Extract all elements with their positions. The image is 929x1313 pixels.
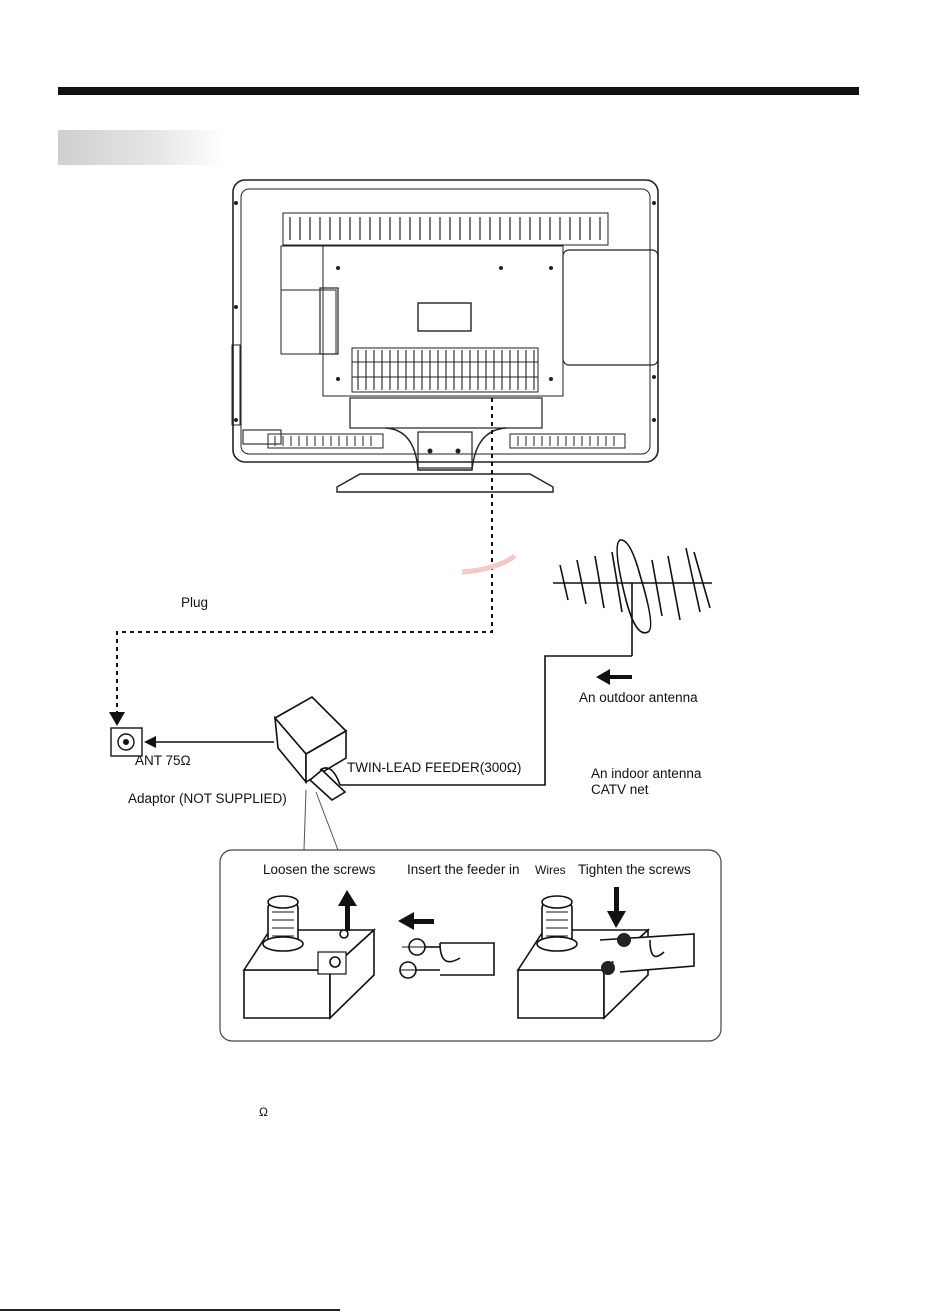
catv-label: CATV net [591,782,649,798]
arrow-icon [144,736,156,748]
adaptor-icon [275,697,346,800]
plug-label: Plug [181,595,208,611]
outdoor-antenna-label: An outdoor antenna [579,690,698,706]
loosen-label: Loosen the screws [263,862,376,878]
wires-label: Wires [535,864,566,878]
arrow-icon [109,712,125,726]
adaptor-label: Adaptor (NOT SUPPLIED) [128,791,287,807]
footer-rule [0,1309,340,1311]
tv-back-icon [232,180,658,492]
tighten-label: Tighten the screws [578,862,691,878]
omega-symbol: Ω [259,1106,268,1120]
twin-lead-label: TWIN-LEAD FEEDER(300Ω) [347,760,521,776]
insert-label: Insert the feeder in [407,862,520,878]
tv-to-ant-cable [117,398,492,712]
antenna-icon [553,540,712,656]
indoor-antenna-label: An indoor antenna [591,766,701,782]
terminal-icon [111,728,142,756]
ant-label: ANT 75Ω [135,753,191,769]
arrow-icon [596,669,632,685]
